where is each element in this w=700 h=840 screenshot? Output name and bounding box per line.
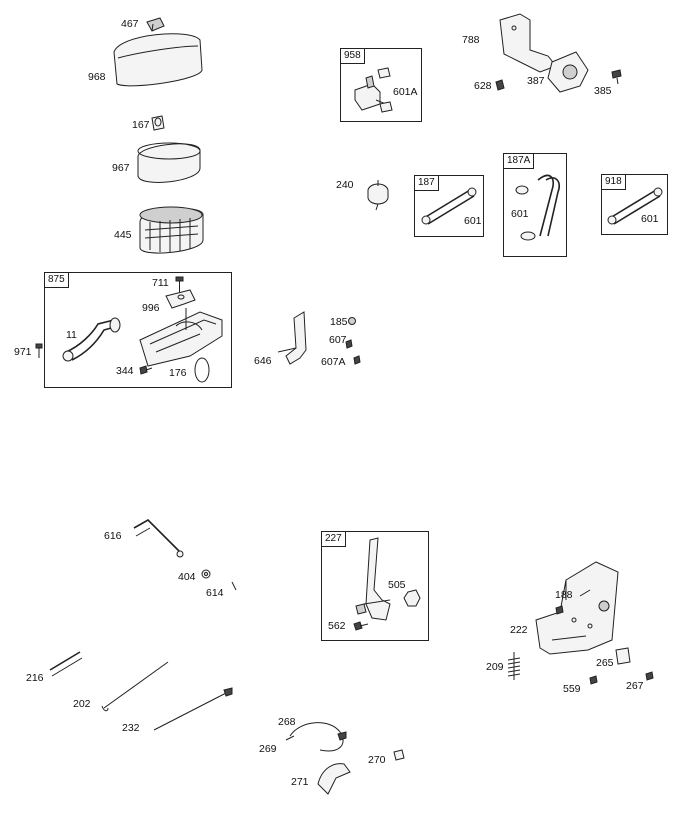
part-265-block: [615, 647, 631, 665]
part-607-screw: [345, 339, 353, 349]
label-267: 267: [626, 680, 644, 692]
label-616: 616: [104, 530, 122, 542]
label-268: 268: [278, 716, 296, 728]
part-222-bracket: [535, 561, 619, 655]
part-176-seal: [194, 357, 210, 383]
label-167: 167: [132, 119, 150, 131]
label-601A: 601A: [393, 86, 418, 98]
label-176: 176: [169, 367, 187, 379]
box-187-tag: 187: [414, 175, 439, 191]
part-167-nut: [151, 115, 165, 131]
label-222: 222: [510, 624, 528, 636]
part-628-fitting: [495, 79, 505, 91]
part-918-line: [607, 187, 663, 225]
label-967: 967: [112, 162, 130, 174]
box-187A-tag: 187A: [503, 153, 535, 169]
label-505: 505: [388, 579, 406, 591]
label-209: 209: [486, 661, 504, 673]
label-968: 968: [88, 71, 106, 83]
label-646: 646: [254, 355, 272, 367]
label-11: 11: [66, 329, 77, 341]
part-11-tube: [62, 317, 121, 362]
label-628: 628: [474, 80, 492, 92]
part-559-screw: [589, 675, 598, 685]
box-918-tag: 918: [601, 174, 626, 190]
part-788-bracket: [499, 13, 557, 73]
part-185-nut: [348, 317, 356, 325]
part-467-knob: [146, 17, 165, 32]
box-227: 227: [321, 531, 429, 641]
part-187A-line: [515, 174, 561, 241]
box-187A: 187A: [503, 153, 567, 257]
label-607A: 607A: [321, 356, 346, 368]
part-202-link: [101, 661, 169, 712]
label-601-box918: 601: [641, 213, 659, 225]
box-918: 918: [601, 174, 668, 235]
part-271-lever: [317, 763, 351, 795]
label-404: 404: [178, 571, 196, 583]
part-505-nut: [403, 589, 421, 607]
part-344-screw: [139, 365, 153, 375]
part-968-cover: [113, 33, 203, 87]
label-202: 202: [73, 698, 91, 710]
part-227-lever: [355, 537, 391, 621]
label-216: 216: [26, 672, 44, 684]
label-344: 344: [116, 365, 134, 377]
label-467: 467: [121, 18, 139, 30]
part-209-spring: [507, 652, 521, 680]
label-996: 996: [142, 302, 160, 314]
part-967-precleaner: [137, 142, 201, 183]
label-788: 788: [462, 34, 480, 46]
part-188-screw: [555, 605, 564, 615]
part-187-line: [421, 187, 477, 225]
label-559: 559: [563, 683, 581, 695]
part-267-screw: [645, 671, 654, 681]
part-268-cable: [285, 722, 347, 752]
label-185: 185: [330, 316, 348, 328]
label-445: 445: [114, 229, 132, 241]
part-711-screw: [175, 276, 184, 292]
part-240-fuel-filter: [367, 180, 389, 211]
label-387: 387: [527, 75, 545, 87]
part-614-pin: [231, 581, 237, 591]
label-271: 271: [291, 776, 309, 788]
box-958: 958: [340, 48, 422, 122]
part-232-cable: [153, 687, 233, 731]
label-562: 562: [328, 620, 346, 632]
part-562-screw: [353, 621, 369, 631]
box-958-tag: 958: [340, 48, 365, 64]
label-607: 607: [329, 334, 347, 346]
part-958-valve: [354, 67, 393, 113]
part-404-washer: [201, 569, 211, 579]
label-971: 971: [14, 346, 32, 358]
label-270: 270: [368, 754, 386, 766]
box-227-tag: 227: [321, 531, 346, 547]
label-240: 240: [336, 179, 354, 191]
part-385-screw: [611, 69, 622, 85]
label-265: 265: [596, 657, 614, 669]
label-232: 232: [122, 722, 140, 734]
part-445-filter: [139, 206, 204, 254]
box-875: 875: [44, 272, 232, 388]
label-269: 269: [259, 743, 277, 755]
part-270-nut: [393, 749, 405, 761]
part-996-bracket: [165, 289, 196, 309]
label-188: 188: [555, 589, 573, 601]
part-646-bracket: [277, 311, 307, 365]
part-971-screw: [35, 343, 43, 358]
part-607A-screw: [353, 355, 361, 365]
label-614: 614: [206, 587, 224, 599]
part-616-shaft: [133, 519, 184, 558]
part-base-plate: [139, 308, 223, 367]
label-385: 385: [594, 85, 612, 97]
label-711: 711: [152, 277, 169, 289]
box-875-tag: 875: [44, 272, 69, 288]
part-387-pump: [547, 51, 589, 93]
part-216-spring: [49, 651, 83, 677]
label-601-box187: 601: [464, 215, 482, 227]
box-187: 187: [414, 175, 484, 237]
label-601-box187A: 601: [511, 208, 529, 220]
